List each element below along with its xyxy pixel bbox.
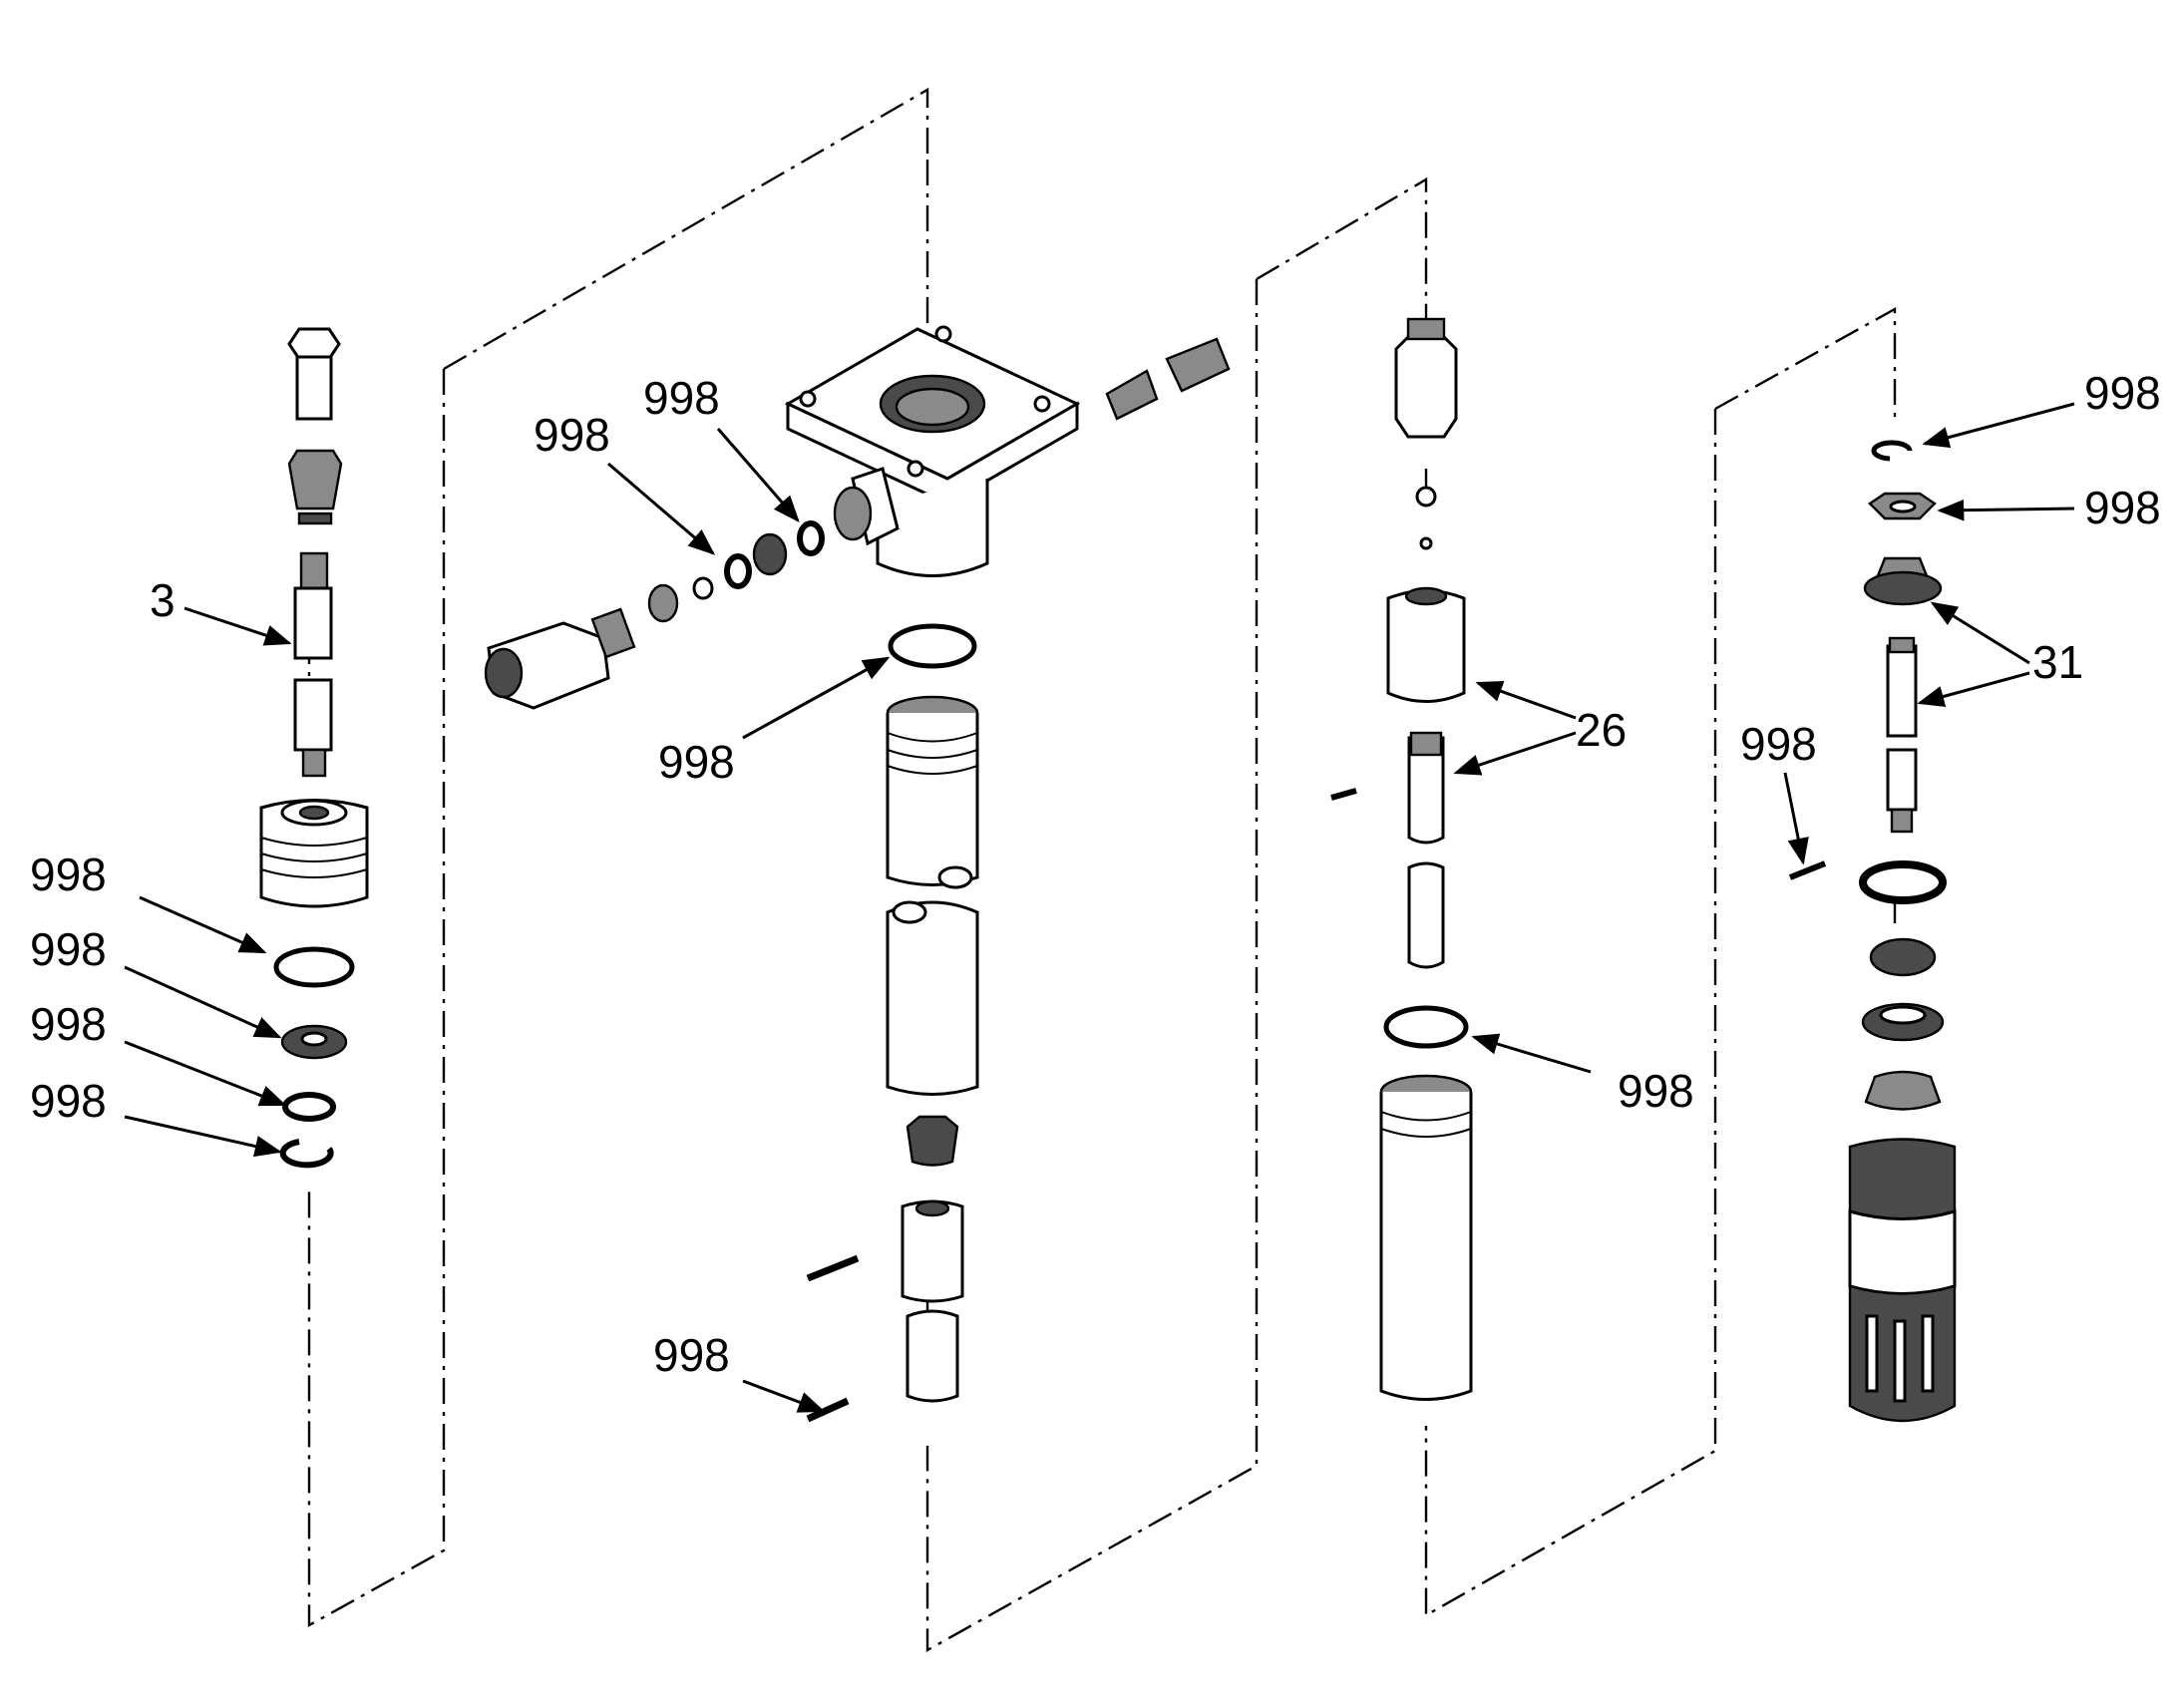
center-right-stack (1330, 317, 1473, 1401)
callout-26: 26 (1576, 704, 1627, 756)
callout-3: 3 (150, 574, 176, 626)
callout-998-center-4: 998 (653, 1329, 730, 1381)
callout-998-center-right: 998 (1618, 1065, 1694, 1117)
callout-998-right-1: 998 (2084, 367, 2161, 419)
left-valve-stack (259, 327, 369, 1169)
callout-998-right-2: 998 (2084, 482, 2161, 533)
right-foot-valve-stack (1788, 440, 1957, 1423)
center-pump-housing (484, 325, 1231, 1423)
assembly-plane-lines (307, 87, 1897, 1653)
callout-leader-arrows (124, 402, 2075, 1413)
callout-998-left-4: 998 (30, 1075, 107, 1127)
callout-31: 31 (2032, 636, 2083, 688)
callout-998-center-2: 998 (643, 372, 720, 424)
callout-998-center-3: 998 (658, 736, 735, 788)
callout-998-right-3: 998 (1740, 718, 1817, 770)
callout-998-left-3: 998 (30, 998, 107, 1050)
callout-998-left-1: 998 (30, 849, 107, 900)
callout-labels: 3 998 998 998 998 998 998 998 998 26 998… (30, 367, 2161, 1381)
callout-998-left-2: 998 (30, 923, 107, 975)
callout-998-center-1: 998 (534, 409, 610, 461)
